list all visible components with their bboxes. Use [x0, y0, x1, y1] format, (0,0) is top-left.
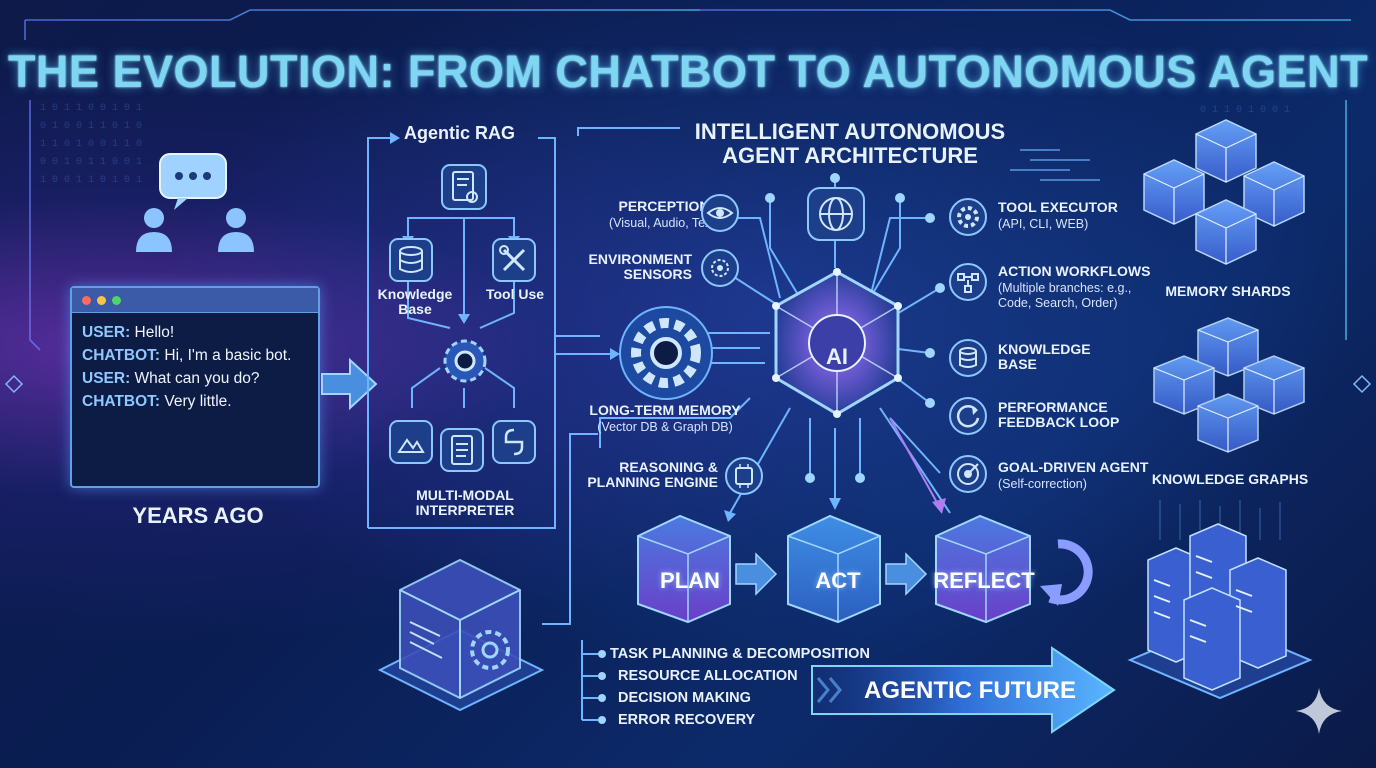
rag-gear-icon	[443, 339, 487, 383]
svg-text:1 0 1 1 0 0 1 0 1: 1 0 1 1 0 0 1 0 1	[40, 103, 142, 114]
architecture-title: INTELLIGENT AUTONOMOUS AGENT ARCHITECTUR…	[694, 119, 1006, 169]
long-term-memory-label: LONG-TERM MEMORY	[589, 402, 741, 418]
binary-rain: 1 0 1 1 0 0 1 0 1 0 1 0 0 1 1 0 1 0 1 1 …	[40, 103, 1290, 186]
chat-line: USER: Hello!	[82, 324, 175, 341]
long-term-memory-sub: (Vector DB & Graph DB)	[597, 420, 733, 434]
action-workflows-label: ACTION WORKFLOWS	[998, 263, 1151, 279]
database-icon	[389, 238, 433, 282]
edge-diamonds	[4, 374, 1372, 394]
eye-icon	[701, 194, 739, 232]
ai-core-label: AI	[826, 344, 848, 369]
workflow-icon	[949, 263, 987, 301]
svg-text:0 1 1 0 1 0 0 1: 0 1 1 0 1 0 0 1	[1200, 105, 1290, 116]
sparkle-icon	[1296, 688, 1342, 734]
cycle-cubes	[637, 514, 1093, 624]
cycle-reflect-label: REFLECT	[933, 568, 1035, 593]
reflect-cube	[935, 514, 1031, 624]
globe-icon	[807, 187, 865, 241]
chat-line: USER: What can you do?	[82, 370, 260, 387]
tool-executor-gear-icon	[949, 198, 987, 236]
bullet-item: ERROR RECOVERY	[618, 712, 756, 728]
action-workflows-sub: (Multiple branches: e.g., Code, Search, …	[998, 281, 1132, 310]
document-gear-icon	[441, 164, 487, 210]
bullet-connector	[581, 640, 606, 724]
knowledge-graphs-label: KNOWLEDGE GRAPHS	[1151, 471, 1309, 487]
reasoning-engine-label: REASONING & PLANNING ENGINE	[587, 459, 718, 491]
plan-to-act-arrow	[735, 552, 778, 596]
ai-core-icon	[772, 268, 902, 418]
center-network-lines	[577, 127, 951, 522]
chat-users-icon	[136, 153, 254, 252]
knowledge-graphs-cubes	[1153, 317, 1305, 453]
rag-knowledge-base-label: Knowledge Base	[377, 286, 453, 318]
gear-cube-icon	[377, 558, 545, 712]
reflect-loop-arrow	[1048, 539, 1093, 605]
feedback-loop-label: PERFORMANCE FEEDBACK LOOP	[998, 399, 1120, 431]
transition-arrow-icon	[321, 357, 378, 411]
page-title: THE EVOLUTION: FROM CHATBOT TO AUTONOMOU…	[7, 46, 1369, 97]
goal-driven-sub: (Self-correction)	[998, 477, 1087, 491]
perception-sub: (Visual, Audio, Text)	[608, 216, 720, 230]
svg-text:1 1 0 1 0 0 1 1 0: 1 1 0 1 0 0 1 1 0	[40, 139, 142, 150]
svg-text:1 0 0 1 1 0 1 0 1: 1 0 0 1 1 0 1 0 1	[40, 175, 142, 186]
act-to-reflect-arrow	[885, 552, 928, 596]
target-icon	[949, 455, 987, 493]
perception-label: PERCEPTION	[618, 198, 710, 214]
memory-shards-cubes	[1143, 119, 1305, 265]
act-cube	[787, 514, 881, 624]
knowledge-base-icon	[949, 339, 987, 377]
agentic-future-label: AGENTIC FUTURE	[864, 677, 1076, 704]
chat-line: CHATBOT: Very little.	[82, 393, 232, 410]
window-minimize-dot	[97, 296, 106, 305]
multimodal-document-icon	[440, 428, 484, 472]
svg-text:0 1 0 0 1 1 0 1 0: 0 1 0 0 1 1 0 1 0	[40, 121, 142, 132]
rag-title: Agentic RAG	[404, 123, 516, 143]
memory-shards-label: MEMORY SHARDS	[1165, 283, 1291, 299]
chat-line: CHATBOT: Hi, I'm a basic bot.	[82, 347, 292, 364]
svg-text:0 0 1 0 1 1 0 0 1: 0 0 1 0 1 1 0 0 1	[40, 157, 142, 168]
cube-connector-line	[542, 433, 598, 625]
window-close-dot	[82, 296, 91, 305]
python-code-icon	[492, 420, 536, 464]
environment-sensors-label: ENVIRONMENT SENSORS	[588, 251, 692, 283]
central-gear-icon	[619, 306, 713, 400]
rag-multimodal-label: MULTI-MODAL INTERPRETER	[415, 487, 515, 519]
multimodal-image-icon	[389, 420, 433, 464]
chat-window-titlebar	[72, 288, 318, 313]
years-ago-caption: YEARS AGO	[132, 503, 264, 528]
plan-cube	[637, 514, 731, 624]
tools-icon	[492, 238, 536, 282]
knowledge-base-label: KNOWLEDGE BASE	[998, 341, 1091, 373]
cycle-plan-label: PLAN	[660, 568, 720, 593]
chip-icon	[725, 457, 763, 495]
tool-executor-label: TOOL EXECUTOR	[998, 199, 1118, 215]
goal-driven-label: GOAL-DRIVEN AGENT	[998, 459, 1149, 475]
bullet-item: DECISION MAKING	[618, 690, 751, 706]
server-racks-icon	[1127, 500, 1313, 700]
agentic-future-arrow	[811, 646, 1116, 734]
window-maximize-dot	[112, 296, 121, 305]
chat-window: USER: Hello! CHATBOT: Hi, I'm a basic bo…	[70, 286, 320, 488]
bullet-item: TASK PLANNING & DECOMPOSITION	[610, 646, 870, 662]
sensor-icon	[701, 249, 739, 287]
cycle-act-label: ACT	[815, 568, 861, 593]
rag-tool-use-label: Tool Use	[485, 286, 545, 302]
feedback-loop-icon	[949, 397, 987, 435]
tool-executor-sub: (API, CLI, WEB)	[998, 217, 1089, 231]
bullet-item: RESOURCE ALLOCATION	[618, 668, 798, 684]
